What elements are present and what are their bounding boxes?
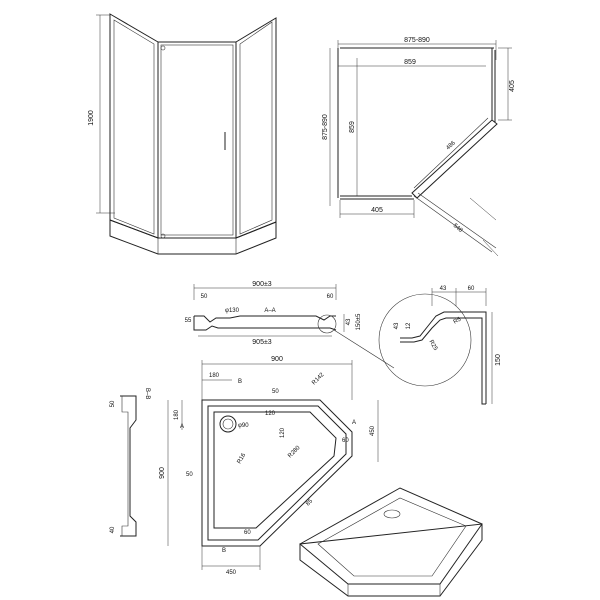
plan-inner-width: 859 [404, 59, 416, 66]
section-height-150: 150±5 [356, 313, 362, 330]
section-height-55: 55 [185, 318, 192, 324]
section-bottom-width: 905±3 [252, 339, 272, 346]
plan-door-opening: 548 [452, 223, 464, 234]
tray-r280: R280 [287, 445, 302, 460]
enclosure-plan-view: 875-890 859 875-890 859 405 405 486 548 [322, 37, 516, 257]
plan-diag-label: 486 [445, 140, 457, 152]
tray-3d-view [299, 487, 483, 597]
tray-d450-right: 450 [370, 425, 376, 436]
side-top-50: 50 [110, 400, 116, 407]
detail-d12: 12 [406, 322, 412, 329]
tray-d900-left: 900 [159, 467, 166, 479]
section-left-offset: 50 [201, 294, 208, 300]
tray-r16: R16 [237, 452, 248, 465]
tray-plan-view: 900 180 B 50 R142 900 180 A 50 φ90 120 1… [159, 356, 379, 576]
section-height-43: 43 [346, 318, 352, 325]
tray-d120b: 120 [280, 427, 286, 438]
detail-d43b: 43 [394, 322, 400, 329]
tray-sec-a-left: A [180, 424, 184, 430]
tray-sec-a-right: A [352, 420, 356, 426]
tray-sec-b-top: B [238, 379, 242, 385]
plan-width-range: 875-890 [404, 37, 430, 44]
detail-zoom: 43 60 12 43 R5 R25 150 [378, 286, 502, 405]
detail-h150: 150 [495, 354, 502, 366]
tray-phi90: φ90 [238, 423, 249, 429]
tray-d85: 85 [305, 498, 314, 507]
detail-d43: 43 [440, 286, 447, 292]
side-bb-label: B–B [144, 388, 150, 399]
side-bottom-40: 40 [110, 526, 116, 533]
section-top-width: 900±3 [252, 281, 272, 288]
tray-d180-top: 180 [209, 373, 220, 379]
plan-height-range: 875-890 [322, 114, 329, 140]
tray-d50-top: 50 [272, 389, 279, 395]
tray-d180-left: 180 [174, 409, 180, 420]
enclosure-height-label: 1900 [88, 110, 95, 126]
tray-d60-bottom: 60 [244, 530, 251, 536]
detail-d60: 60 [468, 286, 475, 292]
tray-d450-bottom: 450 [226, 570, 237, 576]
enclosure-front-view: 1900 [88, 13, 277, 255]
tray-d60-right: 60 [342, 438, 349, 444]
plan-inner-height: 859 [349, 121, 356, 133]
tray-sec-b-bottom: B [222, 548, 226, 554]
plan-side-bottom: 405 [371, 207, 383, 214]
tray-section-aa: 900±3 50 60 φ130 A–A 55 905±3 43 150±5 [185, 281, 395, 369]
section-right-offset: 60 [327, 294, 334, 300]
section-name: A–A [264, 308, 275, 314]
side-section-bb: B–B 50 40 [110, 388, 150, 537]
tray-r142: R142 [311, 372, 326, 387]
tray-d120a: 120 [265, 411, 276, 417]
section-drain: φ130 [225, 308, 240, 314]
detail-angle: R5 [453, 316, 463, 325]
plan-side-right: 405 [509, 80, 516, 92]
tray-overall-width: 900 [271, 356, 283, 363]
tray-d50-left: 50 [186, 472, 193, 478]
detail-r25: R25 [428, 339, 439, 352]
